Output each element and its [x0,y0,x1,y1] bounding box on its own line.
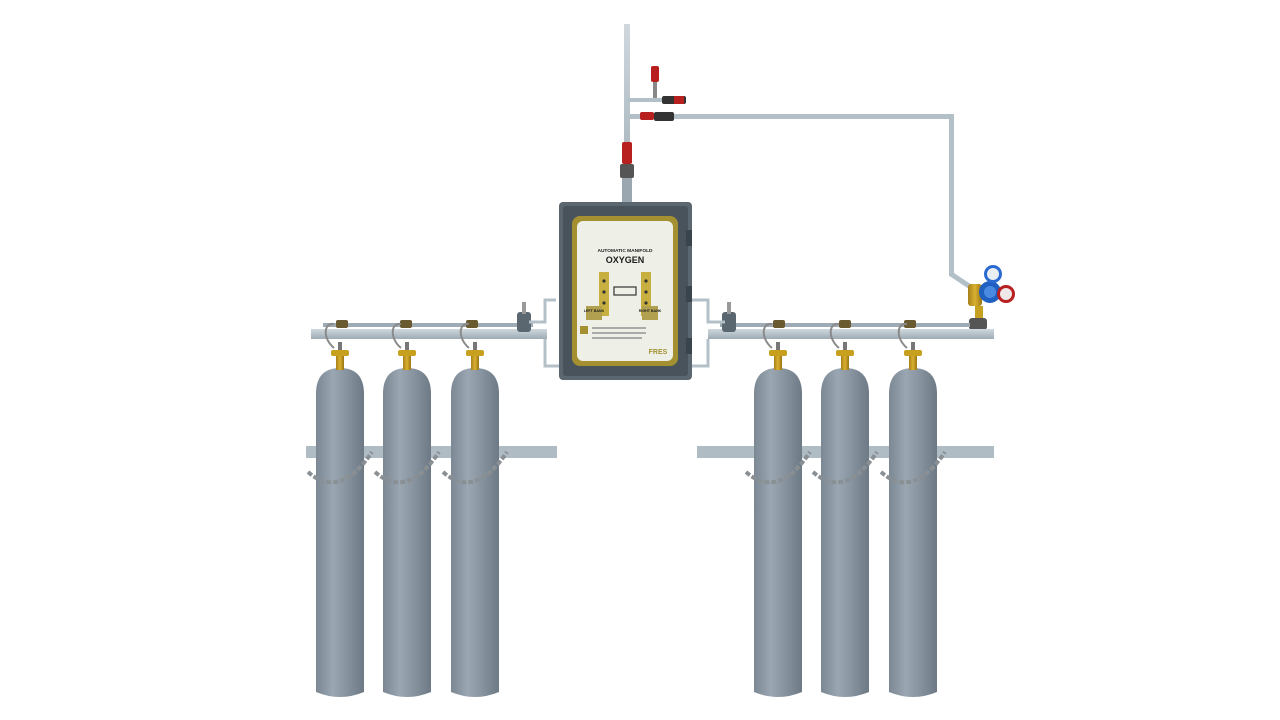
cylinder-chain [306,450,374,485]
valve-icon [640,112,654,120]
cylinder-valve-icon [769,342,787,370]
gas-cylinder-icon [811,322,879,697]
cylinder-chain [811,450,879,485]
cylinder-chain [441,450,509,485]
right-bank-label: RIGHT BANK [639,309,662,313]
gas-cylinder-icon [306,322,374,697]
manifold-control-panel: AUTOMATIC MANIFOLD OXYGEN LEFT BANK RIGH… [559,202,692,380]
valve-icon [651,66,659,82]
valve-icon [622,142,632,164]
panel-title-main: OXYGEN [606,255,645,265]
cylinder-valve-icon [904,342,922,370]
cylinder-valve-icon [331,342,349,370]
gas-cylinder-icon [441,322,509,697]
gas-cylinder-icon [744,322,812,697]
cylinder-chain [373,450,441,485]
cylinder-chain [744,450,812,485]
pressure-regulator-icon [968,265,1015,330]
cylinder-valve-icon [398,342,416,370]
left-bank-label: LEFT BANK [584,309,605,313]
gas-cylinder-icon [373,322,441,697]
cylinder-valve-icon [836,342,854,370]
right-manifold-header [692,298,994,368]
panel-title-small: AUTOMATIC MANIFOLD [598,248,654,254]
brand-logo: FRES [649,349,668,356]
gas-cylinder-icon [879,322,947,697]
left-manifold-header [311,298,560,368]
cylinder-chain [879,450,947,485]
cylinder-group [306,322,947,697]
cylinder-valve-icon [466,342,484,370]
